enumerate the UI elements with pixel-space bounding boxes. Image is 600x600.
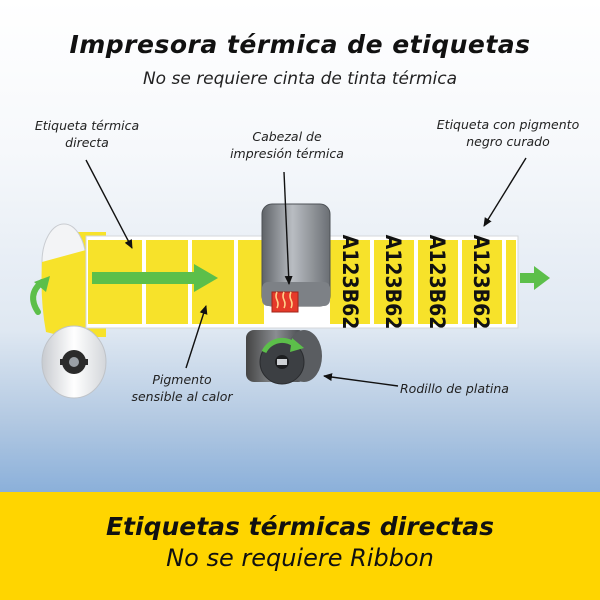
label-printed — [330, 240, 370, 324]
pointer-arrow-direct-label — [85, 159, 133, 249]
label-printed — [506, 240, 516, 324]
footer-title: Etiquetas térmicas directas — [105, 512, 495, 541]
supply-roll — [41, 223, 107, 399]
label-printed — [374, 240, 414, 324]
feed-arrow-icon — [92, 264, 218, 292]
exit-arrow-icon — [520, 266, 550, 290]
footer-banner: Etiquetas térmicas directas No se requie… — [0, 492, 600, 600]
printed-code: A123B62 — [338, 235, 362, 330]
print-head — [261, 203, 331, 313]
pointer-arrow-platen — [323, 373, 399, 387]
printer-diagram: A123B62 A123B62 A123B62 A123B62 — [30, 157, 550, 399]
label-blank — [238, 240, 264, 324]
roll-label-side — [41, 250, 86, 342]
printed-codes: A123B62 A123B62 A123B62 A123B62 — [338, 235, 493, 330]
printed-code: A123B62 — [381, 235, 405, 330]
pointer-arrow-print-head — [283, 171, 293, 285]
pointer-arrow-pigment — [185, 305, 208, 369]
label-direct-thermal: Etiqueta térmica directa — [34, 118, 140, 150]
label-heat-pigment: Pigmento sensible al calor — [131, 372, 233, 404]
roll-hub-center — [69, 357, 79, 367]
label-printed — [462, 240, 502, 324]
heat-waves-icon — [275, 291, 293, 309]
label-cured-pigment: Etiqueta con pigmento negro curado — [436, 117, 580, 149]
page-title: Impresora térmica de etiquetas — [69, 30, 531, 59]
pointer-arrow-cured-label — [483, 157, 527, 227]
platen-axle — [277, 359, 287, 365]
rotation-arrow-left-icon — [30, 276, 50, 315]
platen-roller — [246, 330, 322, 385]
footer-subtitle: No se requiere Ribbon — [166, 544, 434, 572]
label-print-head: Cabezal de impresión térmica — [230, 129, 344, 161]
label-printed — [418, 240, 458, 324]
printed-code: A123B62 — [425, 235, 449, 330]
label-platen-roller: Rodillo de platina — [400, 381, 509, 396]
page-subtitle: No se requiere cinta de tinta térmica — [142, 69, 458, 89]
platen-rotation-arrowhead-icon — [290, 338, 304, 352]
printed-code: A123B62 — [469, 235, 493, 330]
